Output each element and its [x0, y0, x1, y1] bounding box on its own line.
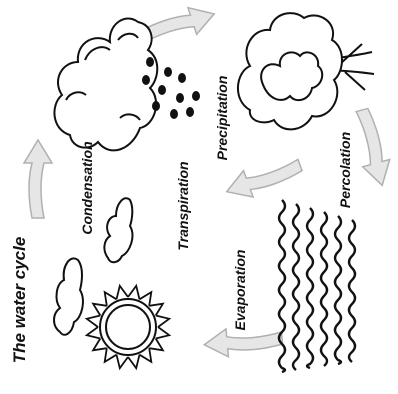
- sun-icon: [87, 286, 169, 368]
- small-cloud-icon: [54, 258, 83, 334]
- sun-ray: [149, 339, 163, 351]
- label-evaporation: Evaporation: [232, 250, 248, 331]
- sun-ray: [105, 348, 117, 362]
- wave-line: [307, 208, 313, 368]
- label-condensation: Condensation: [79, 141, 95, 234]
- sun-ray: [128, 286, 140, 300]
- sun-ray: [93, 339, 107, 351]
- label-precipitation: Precipitation: [214, 76, 230, 161]
- sun-ray: [105, 292, 117, 306]
- wave-line: [279, 200, 285, 372]
- tree-icon: [238, 13, 374, 129]
- arrow-transpiration: [222, 152, 305, 205]
- sun-ray: [149, 304, 163, 316]
- arrow-tree-to-ground: [348, 106, 395, 189]
- label-percolation: Percolation: [337, 132, 353, 208]
- small-cloud-icon: [104, 198, 132, 262]
- arrow-condensation: [24, 140, 52, 218]
- rain-cloud-icon: [54, 19, 157, 151]
- sun-ray: [87, 316, 101, 328]
- wave-line: [293, 204, 299, 370]
- sun-ray: [117, 355, 129, 369]
- water-waves-icon: [279, 200, 355, 372]
- sun-ray: [156, 316, 170, 328]
- label-transpiration: Transpiration: [175, 161, 191, 250]
- sun-ray: [128, 355, 140, 369]
- sun-ray: [93, 304, 107, 316]
- sun-ray: [87, 327, 101, 339]
- wave-line: [321, 212, 327, 366]
- wave-line: [335, 216, 341, 364]
- sun-ray: [140, 348, 152, 362]
- sun-ray: [156, 327, 170, 339]
- diagram-title: The water cycle: [10, 237, 30, 364]
- sun-ray: [117, 286, 129, 300]
- sun-ray: [140, 292, 152, 306]
- wave-line: [349, 220, 355, 362]
